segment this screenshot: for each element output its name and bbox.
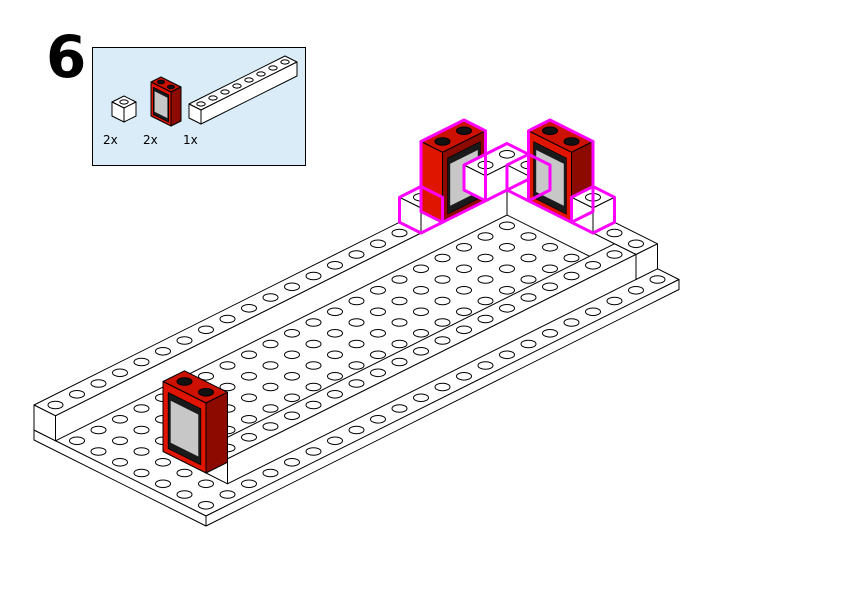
part-red-window-frame: 2x xyxy=(143,74,183,147)
white-1x1-brick xyxy=(111,95,137,123)
red-window-frame xyxy=(150,76,182,127)
part-quantity: 2x xyxy=(143,133,158,147)
white-1x8-brick xyxy=(188,55,298,125)
white-1x1-brick-icon xyxy=(111,95,137,123)
part-quantity: 2x xyxy=(103,133,118,147)
part-quantity: 1x xyxy=(183,133,198,147)
red-window-frame-icon xyxy=(150,76,182,127)
white-1x8-brick-icon xyxy=(188,55,298,125)
part-white-1x8-brick: 1x xyxy=(183,54,299,147)
red-window-front-left xyxy=(162,370,228,474)
step-number: 6 xyxy=(46,23,87,91)
part-white-1x1-brick: 2x xyxy=(103,88,143,147)
parts-callout-panel: 2x 2x 1x xyxy=(92,47,306,166)
new-parts-highlight-outline xyxy=(398,118,616,235)
front-wall xyxy=(205,243,637,485)
